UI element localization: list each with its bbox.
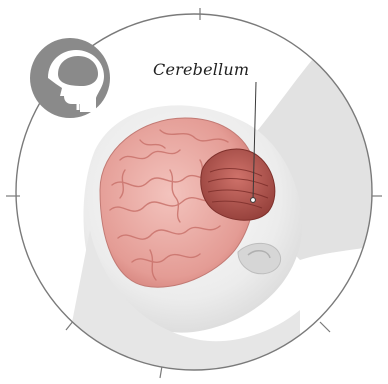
head-brain-icon xyxy=(30,38,110,118)
cerebellum-label: Cerebellum xyxy=(153,60,249,79)
